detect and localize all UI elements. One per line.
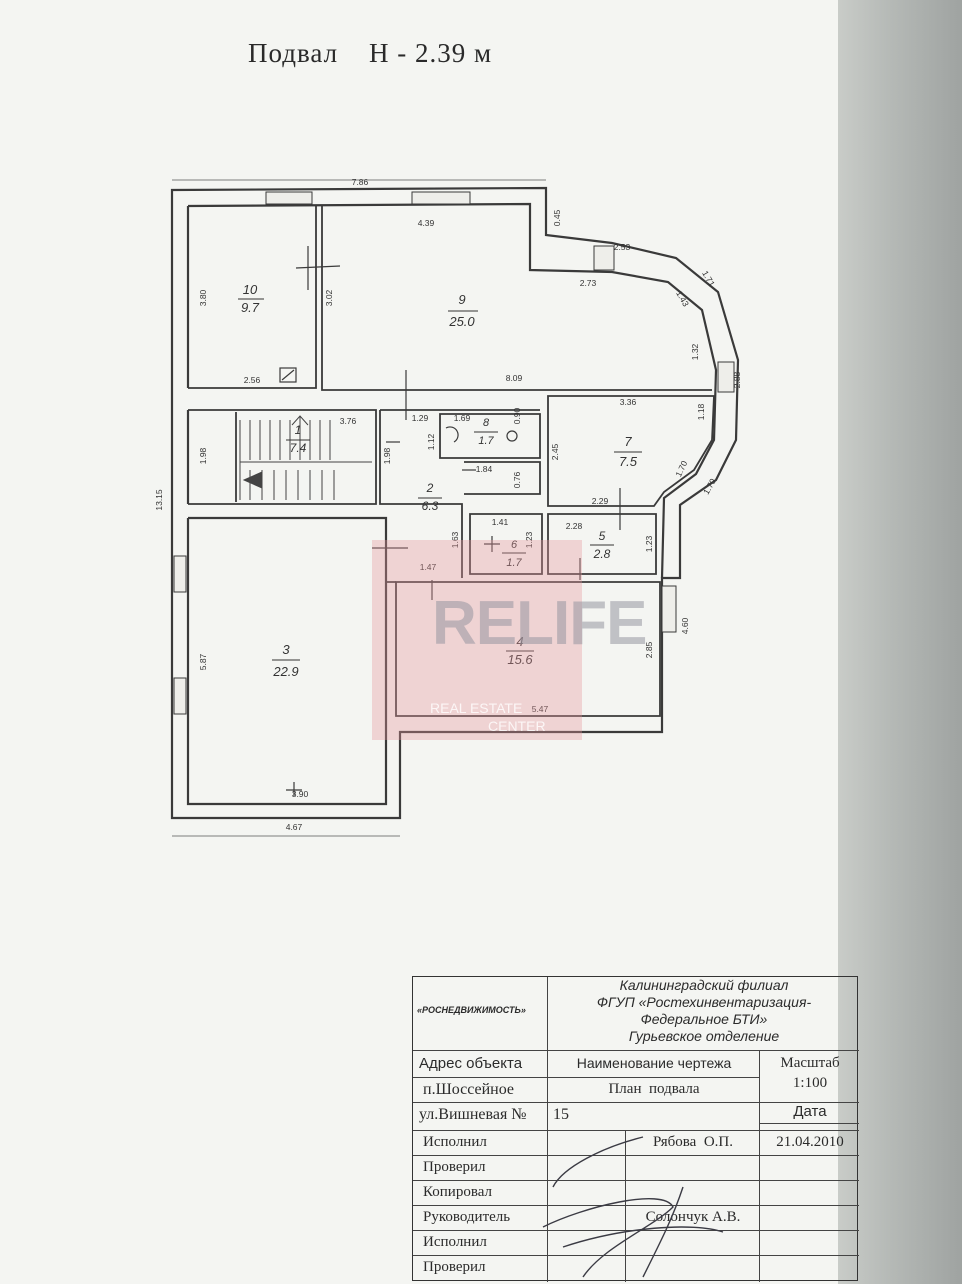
room-number: 4 <box>516 634 523 649</box>
signature-scribble <box>542 1136 724 1278</box>
dimension-label: 5.87 <box>198 653 208 670</box>
room-number: 1 <box>295 423 302 437</box>
dimension-label: 4.67 <box>286 822 303 832</box>
org-line: Гурьевское отделение <box>628 1028 780 1044</box>
dimension-label: 2.28 <box>566 521 583 531</box>
dimension-label: 2.53 <box>614 242 631 252</box>
room-area: 15.6 <box>507 652 533 667</box>
room-area: 9.7 <box>241 300 260 315</box>
background-surface <box>838 0 962 1284</box>
watermark-tagline: CENTER <box>488 718 546 734</box>
role-label: Проверил <box>423 1159 486 1175</box>
room-labels: 10 9.7 9 25.0 1 7.4 8 1.7 7 7.5 2 6.3 6 … <box>238 282 642 679</box>
room-number: 3 <box>282 642 290 657</box>
dimension-label: 3.90 <box>292 789 309 799</box>
dimension-label: 1.32 <box>690 343 700 360</box>
room-number: 5 <box>599 529 606 543</box>
drawing-name-header: Наименование чертежа <box>576 1055 732 1071</box>
role-label: Руководитель <box>423 1209 511 1225</box>
dimension-label: 1.12 <box>426 433 436 450</box>
dimension-label: 1.41 <box>492 517 509 527</box>
role-label: Исполнил <box>423 1134 487 1150</box>
house-number: 15 <box>553 1106 569 1123</box>
room-area: 1.7 <box>506 557 522 569</box>
dimension-label: 2.56 <box>244 375 261 385</box>
dimension-label: 1.98 <box>382 447 392 464</box>
dimension-label: 1.98 <box>198 447 208 464</box>
dimension-label: 2.85 <box>644 641 654 658</box>
date-value: 21.04.2010 <box>776 1134 844 1150</box>
dimension-label: 13.15 <box>154 489 164 511</box>
dimension-label: 1.23 <box>524 531 534 548</box>
room-number: 7 <box>624 434 632 449</box>
dimension-label: 1.23 <box>644 535 654 552</box>
dimension-label: 0.76 <box>512 471 522 488</box>
room-area: 22.9 <box>272 664 298 679</box>
room-number: 10 <box>243 282 258 297</box>
dimension-label: 2.88 <box>732 371 742 388</box>
windows <box>173 191 735 715</box>
dimension-label: 1.29 <box>412 413 429 423</box>
room-area: 6.3 <box>422 499 439 513</box>
role-label: Исполнил <box>423 1234 487 1250</box>
scale-header: Масштаб <box>780 1055 840 1071</box>
room-number: 6 <box>511 539 518 551</box>
drawing-name-value: План подвала <box>608 1081 700 1097</box>
room-number: 9 <box>458 292 465 307</box>
org-line: Калининградский филиал <box>619 977 789 993</box>
stairs <box>239 415 372 500</box>
scale-value: 1:100 <box>792 1075 828 1091</box>
dimension-label: 4.39 <box>418 218 435 228</box>
dimension-label: 2.73 <box>580 278 597 288</box>
outer-walls <box>170 186 740 820</box>
dimension-labels: 7.86 4.39 0.45 2.53 2.73 1.71 1.43 1.32 … <box>154 177 742 832</box>
settlement-value: п.Шоссейное <box>423 1081 515 1098</box>
dimension-label: 7.86 <box>352 177 369 187</box>
dimension-label: 0.45 <box>552 209 562 226</box>
dimension-label: 1.43 <box>674 289 691 309</box>
watermark-logo: RELIFE <box>432 589 647 658</box>
dimension-label: 3.76 <box>340 416 357 426</box>
watermark-backdrop <box>372 540 582 740</box>
document-sheet <box>0 0 838 1284</box>
organization-header: Калининградский филиал ФГУП «Ростехинвен… <box>549 977 859 1045</box>
dimension-label: 3.80 <box>198 289 208 306</box>
dimension-label: 2.29 <box>592 496 609 506</box>
dimension-label: 4.60 <box>680 617 690 634</box>
dimension-label: 3.36 <box>620 397 637 407</box>
dimension-label: 2.45 <box>550 443 560 460</box>
org-line: Федеральное БТИ» <box>640 1011 768 1027</box>
room-area: 1.7 <box>478 435 494 447</box>
dimension-label: 1.18 <box>696 403 706 420</box>
watermark-tagline: REAL ESTATE <box>430 700 523 716</box>
agency-label: «РОСНЕДВИЖИМОСТЬ» <box>417 1005 526 1015</box>
room-number: 8 <box>483 417 490 429</box>
street-value: ул.Вишневая № <box>419 1106 527 1123</box>
dimension-label: 8.09 <box>506 373 523 383</box>
room-area: 2.8 <box>593 547 611 561</box>
dimension-label: 3.02 <box>324 289 334 306</box>
date-header: Дата <box>793 1103 827 1120</box>
room-area: 25.0 <box>448 314 475 329</box>
address-header: Адрес объекта <box>419 1055 523 1072</box>
org-line: ФГУП «Ростехинвентаризация- <box>596 994 812 1010</box>
dimension-label: 5.47 <box>532 704 549 714</box>
person-name: Рябова О.П. <box>652 1134 733 1150</box>
room-area: 7.5 <box>619 454 638 469</box>
room-number: 2 <box>426 481 434 495</box>
dimension-label: 1.84 <box>476 464 493 474</box>
dimension-label: 0.90 <box>512 407 522 424</box>
dimension-label: 1.47 <box>420 562 437 572</box>
fixtures <box>279 246 621 796</box>
dimension-label: 1.63 <box>450 531 460 548</box>
dimension-label: 1.69 <box>454 413 471 423</box>
room-area: 7.4 <box>290 441 307 455</box>
role-label: Копировал <box>423 1184 492 1200</box>
page-title: Подвал Н - 2.39 м <box>248 38 493 68</box>
floor-plan: 10 9.7 9 25.0 1 7.4 8 1.7 7 7.5 2 6.3 6 … <box>154 177 742 837</box>
title-block: «РОСНЕДВИЖИМОСТЬ» Калининградский филиал… <box>412 976 859 1282</box>
role-label: Проверил <box>423 1259 486 1275</box>
